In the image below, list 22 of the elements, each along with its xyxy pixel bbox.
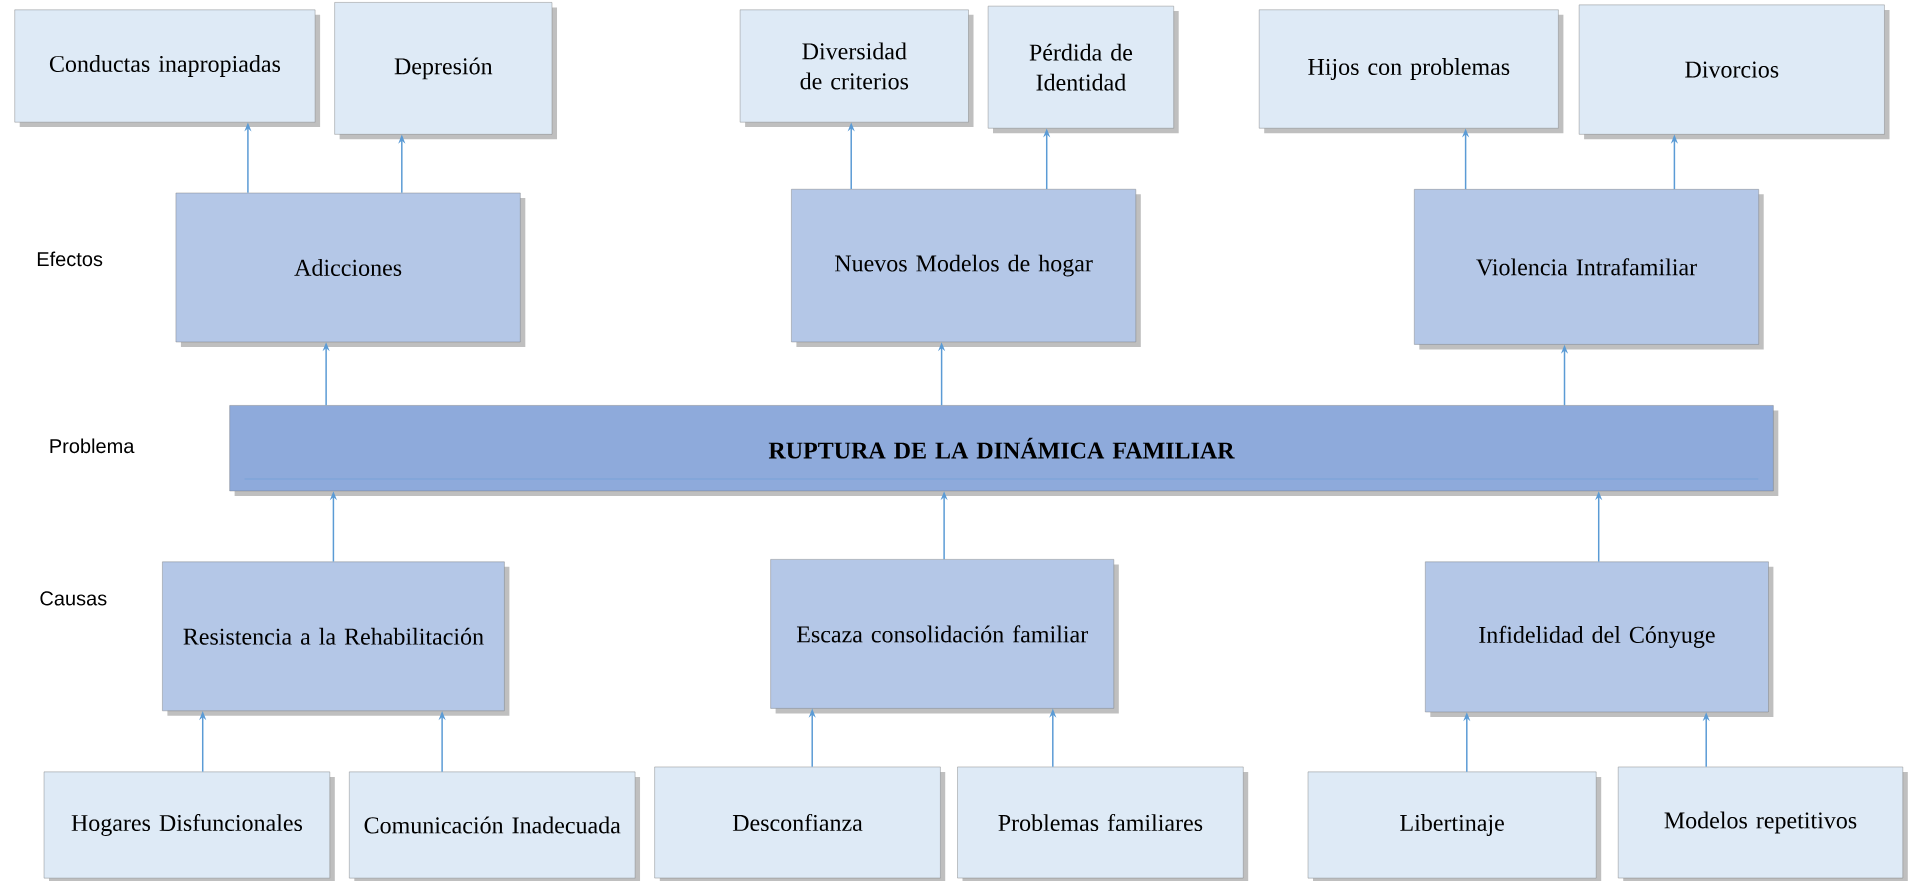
outcome-box: Comunicación Inadecuada xyxy=(349,771,641,881)
process-box: Resistencia a la Rehabilitación xyxy=(162,561,510,716)
outcome-box: Desconfianza xyxy=(654,766,946,881)
process-box: Adicciones xyxy=(175,192,526,347)
row-label: Efectos xyxy=(37,251,103,267)
problem-bar: RUPTURA DE LA DINÁMICA FAMILIAR xyxy=(229,405,1779,496)
outcome-box: Modelos repetitivos xyxy=(1618,766,1908,881)
outcome-box: Diversidad de criterios xyxy=(739,9,974,128)
outcome-box: Hogares Disfuncionales xyxy=(43,771,335,881)
process-box: Escaza consolidación familiar xyxy=(770,559,1119,714)
process-box: Nuevos Modelos de hogar xyxy=(791,189,1141,347)
outcome-box: Hijos con problemas xyxy=(1259,9,1564,134)
outcome-box: Divorcios xyxy=(1578,4,1890,140)
outcome-box: Conductas inapropiadas xyxy=(14,9,321,128)
outcome-box: Problemas familiares xyxy=(957,766,1249,881)
outcome-box: Libertinaje xyxy=(1307,771,1602,881)
process-box: Violencia Intrafamiliar xyxy=(1414,189,1764,350)
process-box: Infidelidad del Cónyuge xyxy=(1425,561,1774,717)
outcome-box: Pérdida de Identidad xyxy=(987,5,1179,134)
row-label: Problema xyxy=(50,438,135,454)
row-label: Causas xyxy=(40,591,107,606)
outcome-box: Depresión xyxy=(334,2,557,140)
